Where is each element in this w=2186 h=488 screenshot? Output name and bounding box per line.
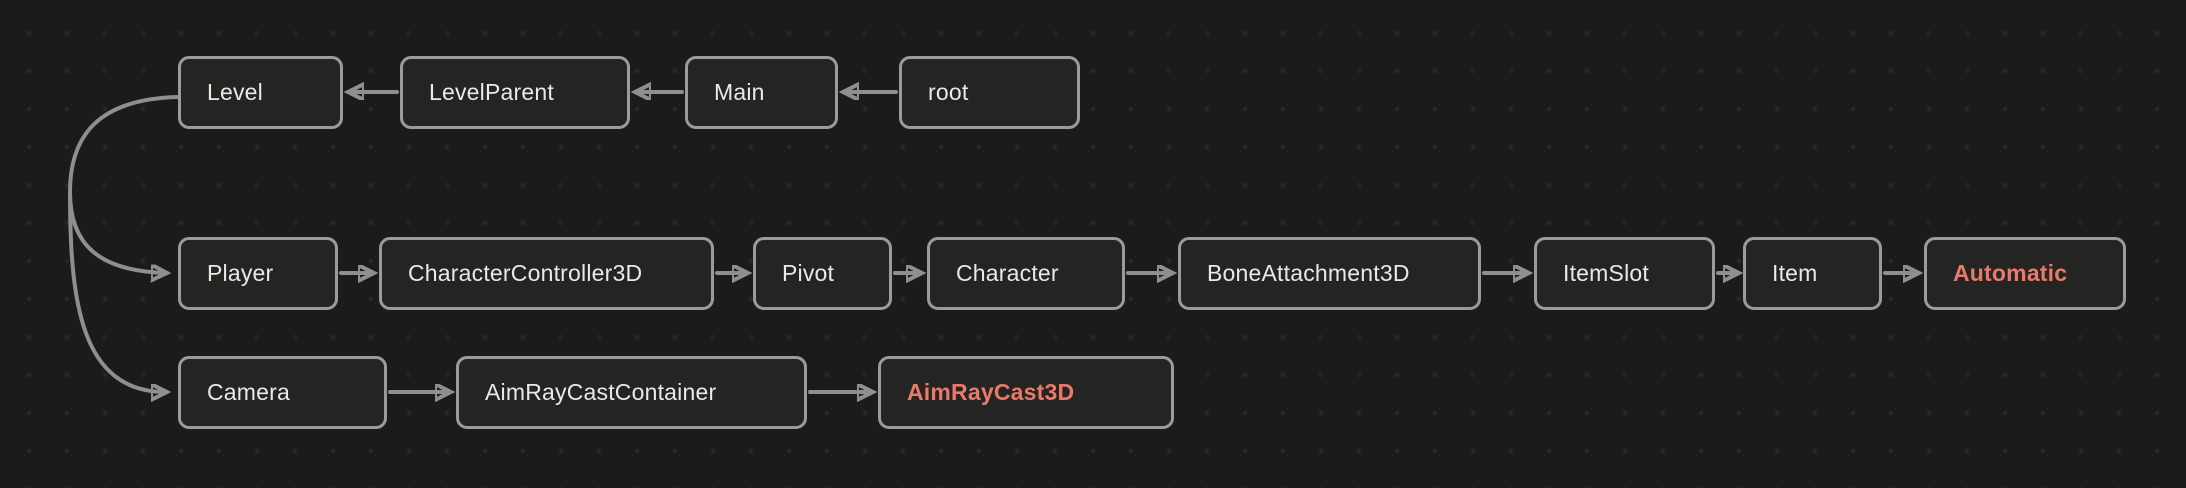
edge-level-camera	[68, 190, 166, 392]
node-pivot-label: Pivot	[782, 260, 835, 286]
node-aim-ray-cast-container[interactable]: AimRayCastContainer	[456, 356, 807, 429]
node-main[interactable]: Main	[685, 56, 838, 129]
node-level-label: Level	[207, 79, 263, 105]
node-character-controller-3d[interactable]: CharacterController3D	[379, 237, 714, 310]
node-pivot[interactable]: Pivot	[753, 237, 892, 310]
node-item-slot[interactable]: ItemSlot	[1534, 237, 1715, 310]
node-item-slot-label: ItemSlot	[1563, 260, 1649, 286]
node-aim-ray-cast-container-label: AimRayCastContainer	[485, 379, 717, 405]
node-player-label: Player	[207, 260, 274, 286]
node-level-parent[interactable]: LevelParent	[400, 56, 630, 129]
node-item[interactable]: Item	[1743, 237, 1882, 310]
node-root[interactable]: root	[899, 56, 1080, 129]
edge-level-player	[67, 95, 180, 273]
node-bone-attachment-3d-label: BoneAttachment3D	[1207, 260, 1410, 286]
node-automatic-label: Automatic	[1953, 260, 2068, 286]
node-root-label: root	[928, 79, 969, 105]
node-character[interactable]: Character	[927, 237, 1125, 310]
node-aim-ray-cast-3d[interactable]: AimRayCast3D	[878, 356, 1174, 429]
node-level[interactable]: Level	[178, 56, 343, 129]
node-item-label: Item	[1772, 260, 1818, 286]
node-camera-label: Camera	[207, 379, 291, 405]
node-player[interactable]: Player	[178, 237, 338, 310]
node-aim-ray-cast-3d-label: AimRayCast3D	[907, 379, 1075, 405]
node-character-label: Character	[956, 260, 1059, 286]
node-automatic[interactable]: Automatic	[1924, 237, 2126, 310]
node-main-label: Main	[714, 79, 765, 105]
node-bone-attachment-3d[interactable]: BoneAttachment3D	[1178, 237, 1481, 310]
node-character-controller-3d-label: CharacterController3D	[408, 260, 643, 286]
node-camera[interactable]: Camera	[178, 356, 387, 429]
node-level-parent-label: LevelParent	[429, 79, 554, 105]
